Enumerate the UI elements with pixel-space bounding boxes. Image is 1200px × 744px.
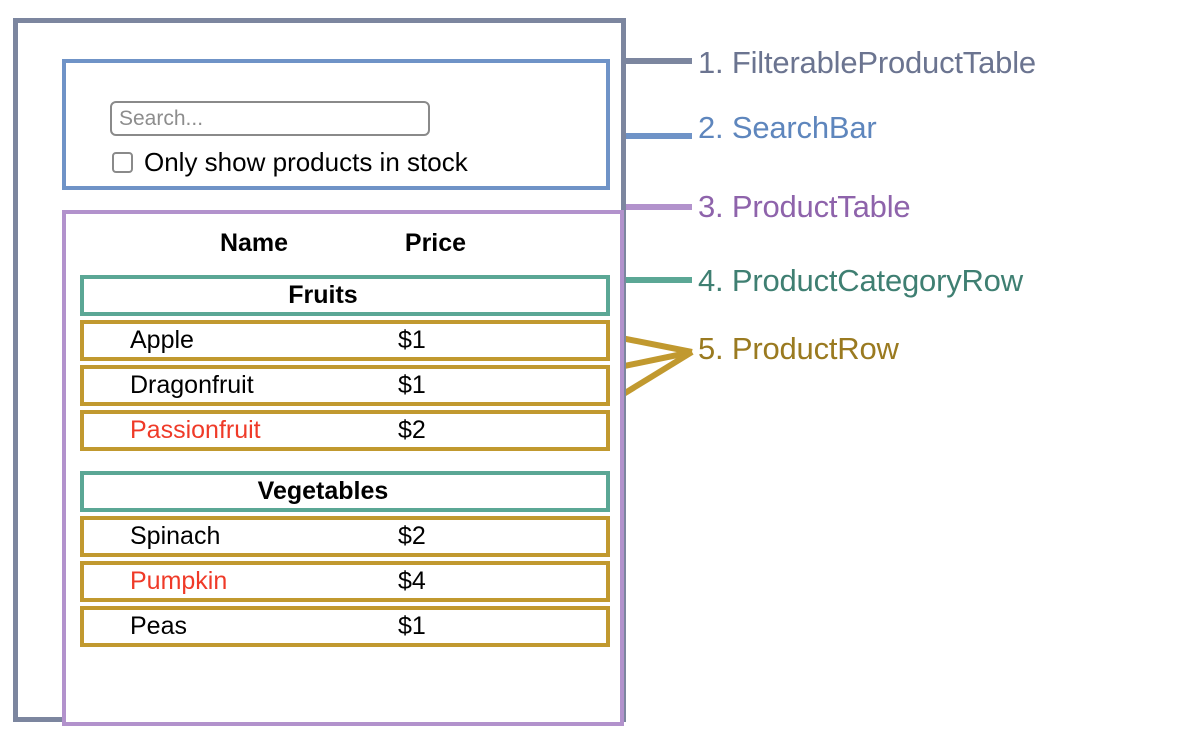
search-bar-frame: Only show products in stock [62,59,610,190]
legend-item-product-table: 3. ProductTable [698,189,911,224]
legend: 1. FilterableProductTable 2. SearchBar 3… [698,0,1200,744]
legend-label: SearchBar [731,110,877,145]
only-in-stock-checkbox[interactable] [112,151,133,173]
legend-number: 2. [698,110,732,145]
legend-number: 1. [698,45,732,80]
product-price: $2 [398,522,426,550]
product-price: $1 [398,326,426,354]
legend-item-filterable-product-table: 1. FilterableProductTable [698,47,1036,78]
product-name: Dragonfruit [130,371,254,399]
legend-number: 4. [698,263,732,298]
product-name: Pumpkin [130,567,228,595]
product-row: Apple $1 [80,320,610,361]
legend-label: ProductRow [731,331,899,366]
filterable-product-table-frame: Only show products in stock Name Price F… [13,18,626,726]
product-row: Passionfruit $2 [80,410,610,451]
only-in-stock-label: Only show products in stock [144,147,468,177]
product-row: Spinach $2 [80,516,610,557]
product-row: Pumpkin $4 [80,561,610,602]
product-row: Dragonfruit $1 [80,365,610,406]
product-price: $4 [398,567,426,595]
legend-label: ProductTable [731,189,911,224]
category-label: Fruits [288,281,358,309]
legend-label: FilterableProductTable [731,45,1036,80]
product-category-row: Fruits [80,275,610,316]
search-input[interactable] [110,101,430,136]
in-stock-filter-row[interactable]: Only show products in stock [112,149,468,175]
legend-label: ProductCategoryRow [731,263,1023,298]
legend-number: 3. [698,189,732,224]
product-price: $2 [398,416,426,444]
legend-number: 5. [698,331,732,366]
legend-item-product-row: 5. ProductRow [698,333,899,364]
column-header-price: Price [404,228,467,257]
column-header-name: Name [219,228,289,257]
product-name: Peas [130,612,187,640]
product-table-rows: Fruits Apple $1 Dragonfruit $1 Passion [80,275,610,651]
product-row: Peas $1 [80,606,610,647]
category-label: Vegetables [257,477,389,505]
product-name: Apple [130,326,194,354]
product-price: $1 [398,371,426,399]
product-price: $1 [398,612,426,640]
product-name: Spinach [130,522,221,550]
product-table-header: Name Price [66,224,620,262]
product-name: Passionfruit [130,416,261,444]
legend-item-product-category-row: 4. ProductCategoryRow [698,265,1023,296]
product-table-frame: Name Price Fruits Apple $1 Drago [62,210,624,726]
legend-item-search-bar: 2. SearchBar [698,112,877,143]
product-category-row: Vegetables [80,471,610,512]
